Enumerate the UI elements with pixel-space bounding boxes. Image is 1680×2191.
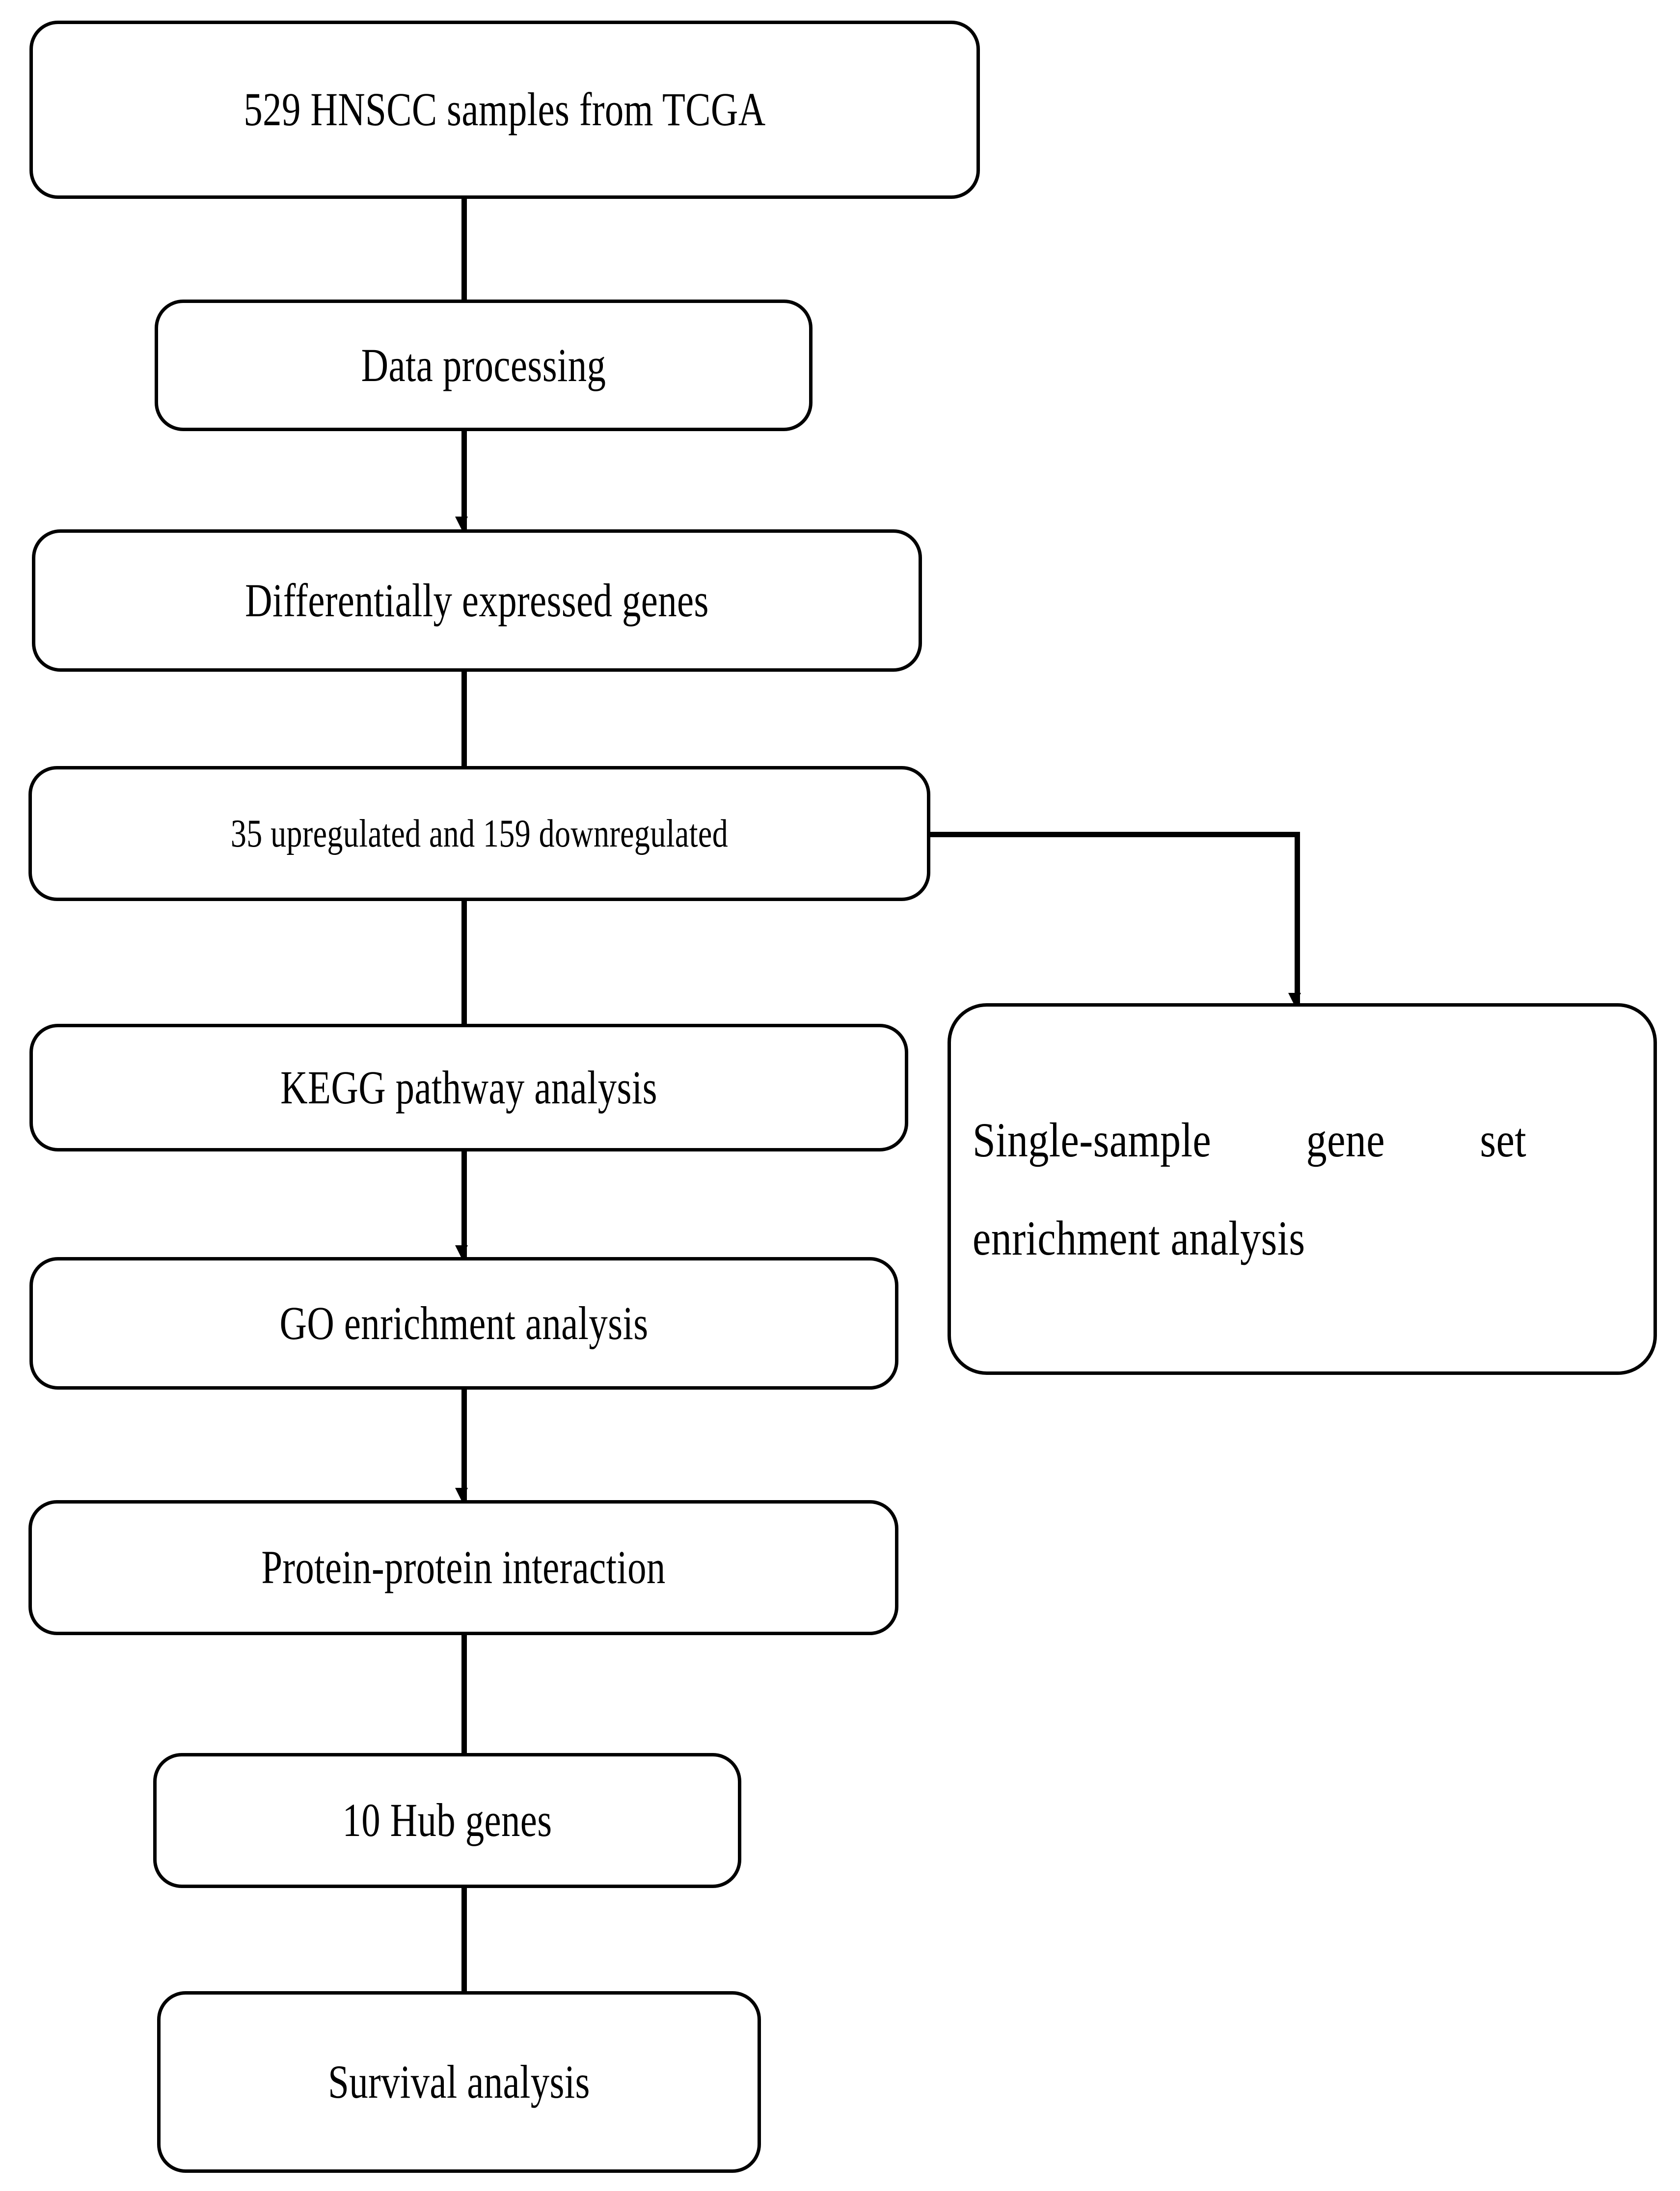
node-survival-analysis[interactable]: Survival analysis <box>157 1991 761 2173</box>
node-data-processing[interactable]: Data processing <box>155 300 813 431</box>
node-hub-genes[interactable]: 10 Hub genes <box>153 1753 741 1888</box>
node-tcga-samples[interactable]: 529 HNSCC samples from TCGA <box>29 21 980 199</box>
node-label: GO enrichment analysis <box>279 1296 649 1349</box>
node-label: Survival analysis <box>328 2055 590 2108</box>
connector-n8-n9 <box>461 1885 467 1994</box>
connector-n1-n2 <box>461 196 467 304</box>
node-protein-protein-interaction[interactable]: Protein-protein interaction <box>28 1500 898 1635</box>
node-up-down-regulated-counts[interactable]: 35 upregulated and 159 downregulated <box>28 766 930 901</box>
node-label: Differentially expressed genes <box>245 574 709 627</box>
connector-n5-n6 <box>461 1149 467 1260</box>
node-label: 529 HNSCC samples from TCGA <box>244 83 766 136</box>
node-label: 10 Hub genes <box>342 1794 552 1847</box>
arrowhead-n5-n6 <box>455 1245 468 1258</box>
node-label: Data processing <box>361 338 606 391</box>
connector-n4-n5 <box>461 898 467 1027</box>
connector-n4-n10-vertical <box>1295 832 1300 1009</box>
connector-n4-n10-horizontal <box>927 832 1300 837</box>
node-label: KEGG pathway analysis <box>280 1061 657 1114</box>
connector-n2-n3 <box>461 428 467 532</box>
node-ssgsea[interactable]: Single-sample gene set enrichment analys… <box>948 1003 1657 1375</box>
node-go-enrichment-analysis[interactable]: GO enrichment analysis <box>29 1257 898 1390</box>
connector-n3-n4 <box>461 669 467 769</box>
node-kegg-pathway-analysis[interactable]: KEGG pathway analysis <box>29 1024 908 1151</box>
connector-n7-n8 <box>461 1632 467 1756</box>
node-differentially-expressed-genes[interactable]: Differentially expressed genes <box>32 529 922 672</box>
node-label: Single-sample gene set enrichment analys… <box>973 1112 1527 1265</box>
connector-n6-n7 <box>461 1387 467 1504</box>
arrowhead-n6-n7 <box>455 1488 468 1501</box>
arrowhead-n2-n3 <box>455 517 468 529</box>
node-label: 35 upregulated and 159 downregulated <box>230 812 729 855</box>
node-label: Protein-protein interaction <box>261 1541 666 1594</box>
